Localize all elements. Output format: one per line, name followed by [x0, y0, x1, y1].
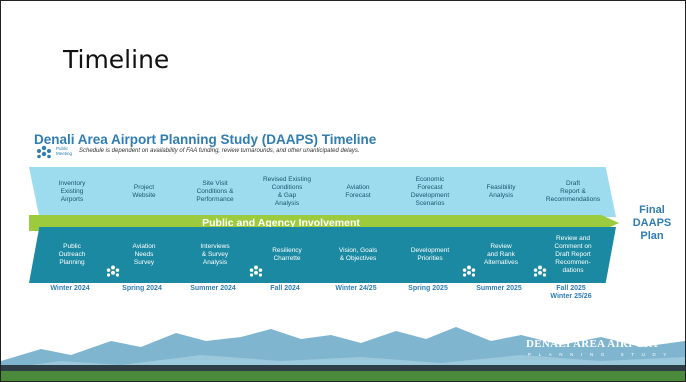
- top-step-label: Aviation Forecast: [345, 184, 371, 199]
- bottom-step-label: Resiliency Charrette: [272, 247, 302, 262]
- slide-title: Timeline: [63, 45, 170, 74]
- top-step-label: Project Website: [132, 184, 156, 199]
- bottom-step-label: Vision, Goals & Objectives: [338, 247, 378, 262]
- schedule-note: Schedule is dependent on availability of…: [79, 148, 360, 154]
- season-label: Fall 2024: [270, 285, 300, 292]
- season-label: Winter 24/25: [335, 285, 377, 292]
- bottom-step-4: Resiliency Charrette: [244, 227, 330, 283]
- season-label: Winter 2024: [50, 285, 90, 292]
- top-step-2: Project Website: [101, 167, 187, 217]
- top-step-8: Draft Report & Recommendations: [530, 167, 616, 217]
- mountain-silhouette: [1, 327, 685, 381]
- season-label: Fall 2025 Winter 25/26: [550, 285, 592, 300]
- public-meeting-icon: [106, 265, 120, 277]
- bottom-step-6: Development Priorities: [387, 227, 473, 283]
- bottom-step-1: Public Outreach Planning: [29, 227, 115, 283]
- top-step-label: Draft Report & Recommendations: [545, 180, 601, 203]
- top-step-label: Revised Existing Conditions & Gap Analys…: [262, 176, 312, 207]
- public-meeting-icon: [462, 265, 476, 277]
- public-meeting-icon: [249, 265, 263, 277]
- top-step-7: Feasibility Analysis: [458, 167, 544, 217]
- logo-main-text: DENALI AREA AIRPORT: [526, 338, 660, 350]
- top-step-3: Site Visit Conditions & Performance: [172, 167, 258, 217]
- bottom-step-label: Public Outreach Planning: [58, 243, 86, 266]
- public-meeting-label: Public Meeting: [56, 146, 73, 156]
- bottom-step-label: Development Priorities: [410, 247, 450, 262]
- public-meeting-icon: [533, 265, 547, 277]
- bottom-step-label: Aviation Needs Survey: [132, 243, 156, 266]
- final-plan-label: Final DAAPS Plan: [632, 204, 672, 242]
- season-label: Summer 2025: [476, 285, 522, 292]
- bottom-step-label: Review and Comment on Draft Report Recom…: [554, 235, 592, 274]
- season-label: Spring 2025: [408, 285, 448, 292]
- bottom-step-2: Aviation Needs Survey: [101, 227, 187, 283]
- top-step-label: Inventory Existing Airports: [58, 180, 86, 203]
- top-step-1: Inventory Existing Airports: [29, 167, 115, 217]
- public-meeting-icon: [37, 145, 51, 159]
- bottom-step-7: Review and Rank Alternatives: [458, 227, 544, 283]
- top-step-6: Economic Forecast Development Scenarios: [387, 167, 473, 217]
- bottom-step-label: Interviews & Survey Analysis: [200, 243, 230, 266]
- top-step-label: Economic Forecast Development Scenarios: [410, 176, 450, 207]
- top-step-5: Aviation Forecast: [315, 167, 401, 217]
- bottom-step-label: Review and Rank Alternatives: [484, 243, 518, 266]
- season-label: Summer 2024: [190, 285, 236, 292]
- season-label: Spring 2024: [122, 285, 162, 292]
- bottom-step-3: Interviews & Survey Analysis: [172, 227, 258, 283]
- logo-sub-text: PLANNING STUDY: [528, 352, 674, 357]
- timeline-header: Denali Area Airport Planning Study (DAAP…: [34, 132, 377, 147]
- bottom-step-5: Vision, Goals & Objectives: [315, 227, 401, 283]
- top-step-label: Feasibility Analysis: [486, 184, 516, 199]
- top-step-4: Revised Existing Conditions & Gap Analys…: [244, 167, 330, 217]
- top-step-label: Site Visit Conditions & Performance: [196, 180, 234, 203]
- involvement-band-label: Public and Agency Involvement: [202, 217, 360, 229]
